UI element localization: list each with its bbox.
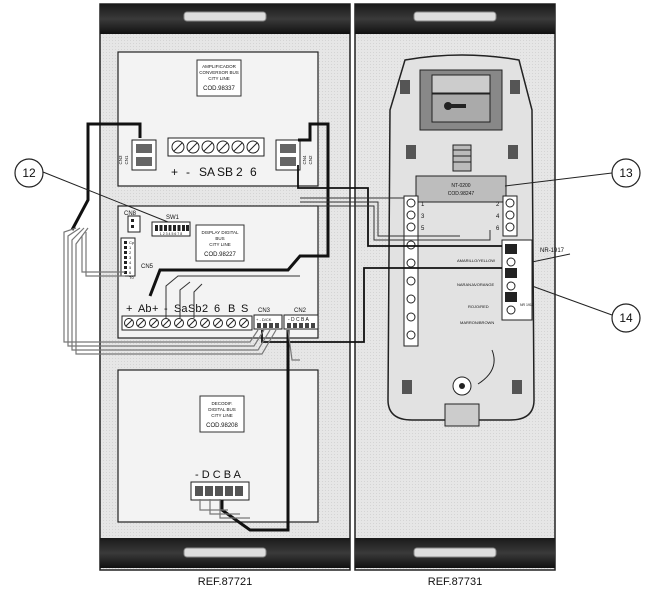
disp-term-ab: Ab (138, 303, 151, 315)
cn5-pin-3: 3 (129, 255, 132, 260)
disp-term-sa: Sa (174, 303, 188, 315)
disp-cn3-pins: + - D/CK (256, 317, 272, 322)
wires (63, 122, 502, 532)
cn5-pin-5: 5 (129, 265, 132, 270)
display-line-1: DISPLAY DIGITAL (201, 230, 239, 235)
decoder-strip-label: - D C B A (195, 469, 242, 481)
decoder-code: COD.98208 (206, 423, 238, 429)
callout-12: 12 (14, 158, 169, 223)
amp-term-sa: SA (199, 165, 215, 179)
disp-term-plus: + (126, 303, 132, 315)
cn5-pin-4: 4 (129, 260, 132, 265)
decoder-line-1: DECODIF. (211, 401, 232, 406)
decoder-line-3: CITY LINE (211, 413, 232, 418)
display-code: COD.98227 (204, 252, 236, 258)
cn8-label: CN8 (124, 211, 137, 217)
amp-term-sb: SB (217, 165, 233, 179)
disp-term-plus2: + (152, 303, 158, 315)
callout-14-text: 14 (619, 311, 633, 325)
amp-term-plus: + (171, 165, 178, 179)
wire-label-yellow: AMARILLO/YELLOW (457, 258, 495, 263)
display-screws (121, 315, 253, 331)
left-ref-label: REF.87721 (198, 576, 252, 588)
phone-model: NT-0200 (451, 183, 470, 189)
amplifier-module: AMPLIFICADOR CONVERSOR BUS CITY LINE COD… (117, 51, 319, 187)
phone-code: COD.98247 (448, 191, 475, 197)
amp-code: COD.98337 (203, 86, 235, 92)
cn5-label: CN5 (141, 264, 154, 270)
disp-cn2-label: CN2 (294, 308, 307, 314)
disp-term-sb: Sb (188, 303, 201, 315)
left-panel: AMPLIFICADOR CONVERSOR BUS CITY LINE COD… (99, 3, 351, 588)
amp-cn3-label: CN3 (118, 155, 123, 164)
decoder-module: DECODIF. DIGITAL BUS CITY LINE COD.98208… (117, 369, 319, 523)
phone-terminal-left (403, 195, 419, 347)
display-line-2: BUS (215, 236, 224, 241)
disp-cn2-pins: - D C B A (288, 317, 310, 323)
phone-num-4: 4 (496, 214, 500, 220)
callout-13: 13 (504, 158, 641, 188)
phone-num-5: 5 (421, 226, 425, 232)
amp-line-2: CONVERSOR BUS (199, 70, 239, 75)
amp-line-1: AMPLIFICADOR (202, 64, 237, 69)
amp-term-6: 6 (250, 165, 257, 179)
nr-1917-label-group: NR-1917 (531, 248, 571, 263)
wire-label-orange: NARANJA/ORANGE (457, 282, 494, 287)
disp-term-6: 6 (214, 303, 220, 315)
disp-term-b: B (228, 303, 235, 315)
cn5-pin-6: 6 (129, 270, 132, 275)
callout-14: 14 (531, 285, 641, 333)
cn5-pin-t0: T0 (129, 275, 134, 280)
amp-term-minus: - (186, 165, 190, 179)
callout-12-text: 12 (22, 166, 36, 180)
wire-label-red: ROJO/RED (468, 304, 489, 309)
phone-num-3: 3 (421, 214, 425, 220)
phone-num-1: 1 (421, 202, 425, 208)
amp-term-2: 2 (236, 165, 243, 179)
intercom-phone: NT-0200 COD.98247 1 3 5 2 4 6 (387, 54, 535, 427)
disp-cn3-label: CN3 (258, 308, 271, 314)
right-panel: NT-0200 COD.98247 1 3 5 2 4 6 (354, 3, 556, 588)
callout-13-text: 13 (619, 166, 633, 180)
right-ref-label: REF.87731 (428, 576, 482, 588)
cn5-pin-cp: Cp (129, 240, 135, 245)
wire-label-brown: MARRON/BROWN (460, 320, 494, 325)
phone-num-6: 6 (496, 226, 500, 232)
amp-cn2-label: CN2 (308, 155, 313, 164)
cn5-pin-2: 2 (129, 250, 132, 255)
cn5-pin-1: 1 (129, 245, 132, 250)
nr-small-label: NR 1917 (520, 303, 534, 307)
disp-term-s: S (241, 303, 248, 315)
display-line-3: CITY LINE (209, 242, 230, 247)
display-module: DISPLAY DIGITAL BUS CITY LINE COD.98227 … (117, 205, 319, 339)
decoder-line-2: DIGITAL BUS (208, 407, 236, 412)
amp-cn4-label: CN4 (302, 155, 307, 164)
disp-term-2: 2 (202, 303, 208, 315)
amp-screws (171, 140, 260, 154)
amp-line-3: CITY LINE (208, 76, 229, 81)
sw1-numbers: 1 2 3 4 5 6 7 8 (160, 232, 182, 236)
amp-cn1-label: CN1 (124, 155, 129, 164)
nr-1917-label: NR-1917 (540, 248, 565, 254)
phone-num-2: 2 (496, 202, 500, 208)
sw1-label: SW1 (166, 215, 180, 221)
